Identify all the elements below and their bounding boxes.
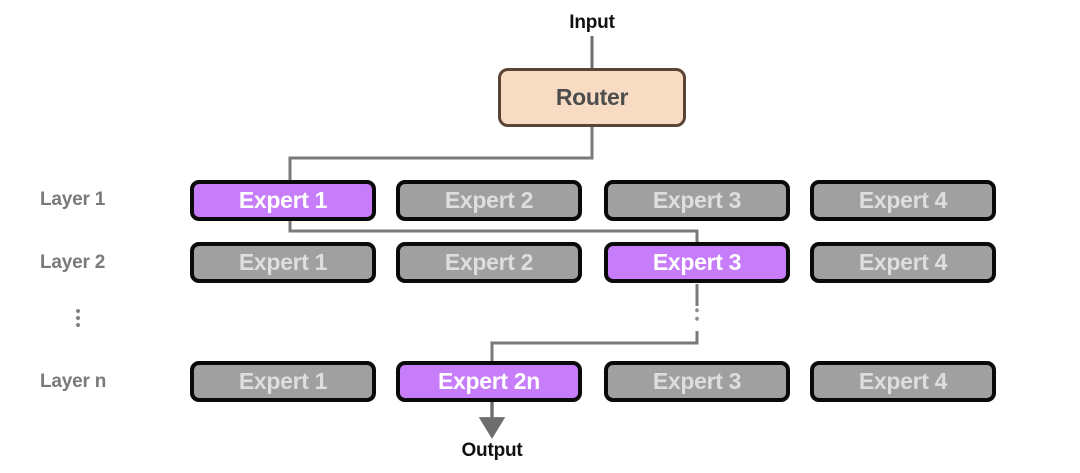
expert-node-layer1-col4[interactable]: Expert 4 [810, 180, 996, 221]
expert-node-layer1-col3[interactable]: Expert 3 [604, 180, 790, 221]
router-node[interactable]: Router [498, 68, 686, 127]
wire-router-to-layer1-expert1 [288, 127, 594, 180]
expert-node-layer2-col4[interactable]: Expert 4 [810, 242, 996, 283]
input-label: Input [569, 12, 615, 33]
layer-label-2: Layer 2 [40, 252, 106, 273]
expert-node-layer2-col1[interactable]: Expert 1 [190, 242, 376, 283]
expert-node-layern-col3[interactable]: Expert 3 [604, 361, 790, 402]
expert-node-layer2-col2[interactable]: Expert 2 [396, 242, 582, 283]
layer-label-1: Layer 1 [40, 189, 106, 210]
expert-node-layer1-col2[interactable]: Expert 2 [396, 180, 582, 221]
wire-layer1-expert1-to-layer2-expert3 [288, 220, 699, 242]
layer-label-n: Layer n [40, 371, 107, 392]
output-label: Output [461, 440, 523, 461]
expert-node-layern-col1[interactable]: Expert 1 [190, 361, 376, 402]
expert-node-layern-col4[interactable]: Expert 4 [810, 361, 996, 402]
expert-node-layer1-col1[interactable]: Expert 1 [190, 180, 376, 221]
expert-node-layer2-col3[interactable]: Expert 3 [604, 242, 790, 283]
expert-node-layern-col2[interactable]: Expert 2n [396, 361, 582, 402]
wire-layer2-expert3-down-solid-b [490, 331, 699, 362]
layers-ellipsis-icon [76, 309, 80, 327]
